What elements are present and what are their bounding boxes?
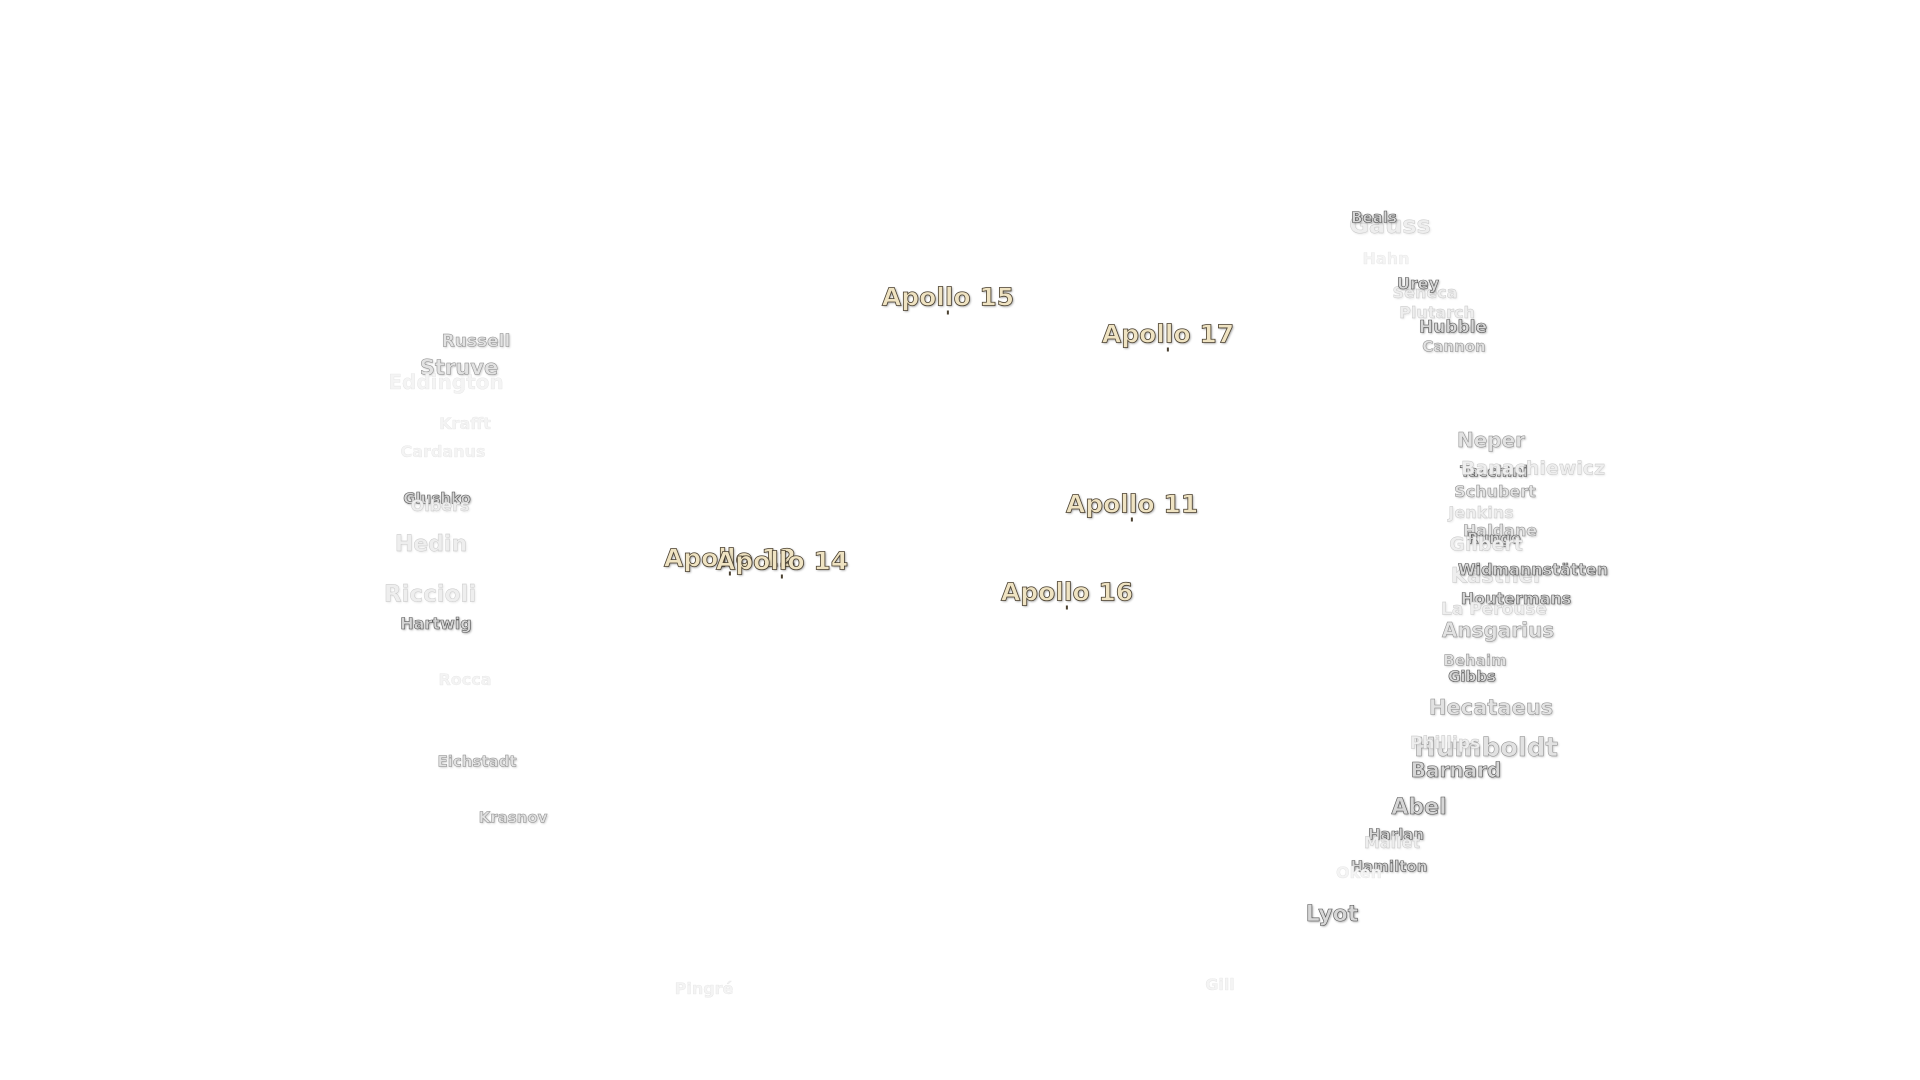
crater-label[interactable]: Krasnov bbox=[478, 808, 548, 827]
crater-label[interactable]: Beals bbox=[1351, 208, 1397, 227]
crater-label[interactable]: Neper bbox=[1456, 428, 1526, 452]
crater-label[interactable]: Mallet bbox=[1363, 833, 1421, 852]
crater-label[interactable]: Hamilton bbox=[1350, 857, 1428, 876]
crater-label[interactable]: Hedin bbox=[394, 532, 468, 557]
crater-label[interactable]: Hartwig bbox=[400, 614, 472, 633]
crater-label[interactable]: Seneca bbox=[1392, 283, 1458, 302]
crater-label[interactable]: Schubert bbox=[1454, 482, 1536, 501]
crater-label[interactable]: Gauss bbox=[1349, 211, 1431, 239]
crater-label[interactable]: Cannon bbox=[1422, 337, 1486, 356]
crater-label[interactable]: Humboldt bbox=[1414, 733, 1558, 763]
crater-label[interactable]: Banachiewicz bbox=[1460, 457, 1606, 480]
crater-label[interactable]: Oken bbox=[1335, 863, 1383, 882]
apollo-site-label[interactable]: Apollo 16 bbox=[1000, 577, 1134, 607]
crater-label[interactable]: Widmannstätten bbox=[1457, 560, 1609, 579]
crater-label[interactable]: Krafft bbox=[439, 414, 491, 433]
crater-label[interactable]: Hecataeus bbox=[1428, 695, 1554, 720]
crater-label[interactable]: Riccioli bbox=[383, 581, 477, 608]
apollo-site-label[interactable]: Apollo 15 bbox=[881, 282, 1015, 312]
crater-label[interactable]: Olbers bbox=[410, 496, 470, 515]
crater-label[interactable]: Rocca bbox=[438, 670, 492, 689]
crater-label[interactable]: Plutarch bbox=[1399, 303, 1475, 322]
crater-label[interactable]: Gibbs bbox=[1448, 667, 1496, 686]
crater-label[interactable]: Lyot bbox=[1305, 902, 1359, 927]
crater-label[interactable]: La Pérouse bbox=[1440, 599, 1548, 620]
crater-label[interactable]: Hubble bbox=[1418, 317, 1488, 338]
crater-label[interactable]: Russell bbox=[441, 331, 511, 352]
crater-label[interactable]: Runge bbox=[1467, 529, 1521, 548]
crater-label[interactable]: Haldane bbox=[1462, 521, 1538, 540]
crater-label[interactable]: Cardanus bbox=[400, 442, 486, 461]
crater-label[interactable]: Jenkins bbox=[1448, 503, 1514, 522]
apollo-site-label[interactable]: Apollo 11 bbox=[1065, 489, 1199, 519]
crater-label[interactable]: Gill bbox=[1205, 975, 1235, 994]
crater-label[interactable]: Barnard bbox=[1410, 758, 1502, 782]
crater-label[interactable]: Urey bbox=[1396, 274, 1440, 293]
crater-label[interactable]: Pingré bbox=[674, 979, 734, 998]
crater-label[interactable]: Harlan bbox=[1367, 825, 1425, 844]
crater-label[interactable]: Kästner bbox=[1450, 563, 1544, 588]
crater-label[interactable]: Eichstadt bbox=[437, 752, 517, 771]
crater-label[interactable]: Glushko bbox=[403, 489, 471, 508]
apollo-site-label[interactable]: Apollo 14 bbox=[715, 546, 849, 576]
crater-label[interactable]: Gilbert bbox=[1449, 533, 1523, 556]
crater-label[interactable]: Tacchini bbox=[1460, 462, 1528, 481]
apollo-site-label[interactable]: Apollo 17 bbox=[1101, 319, 1235, 349]
crater-label[interactable]: Behaim bbox=[1443, 651, 1507, 670]
crater-label[interactable]: Eddington bbox=[388, 370, 504, 394]
crater-label[interactable]: Hahn bbox=[1362, 249, 1410, 268]
crater-label[interactable]: Ansgarius bbox=[1441, 618, 1555, 642]
crater-label[interactable]: Houtermans bbox=[1460, 589, 1572, 608]
crater-label[interactable]: Phillips bbox=[1409, 733, 1481, 754]
crater-label[interactable]: Struve bbox=[419, 355, 499, 380]
crater-label[interactable]: Abel bbox=[1391, 795, 1447, 820]
